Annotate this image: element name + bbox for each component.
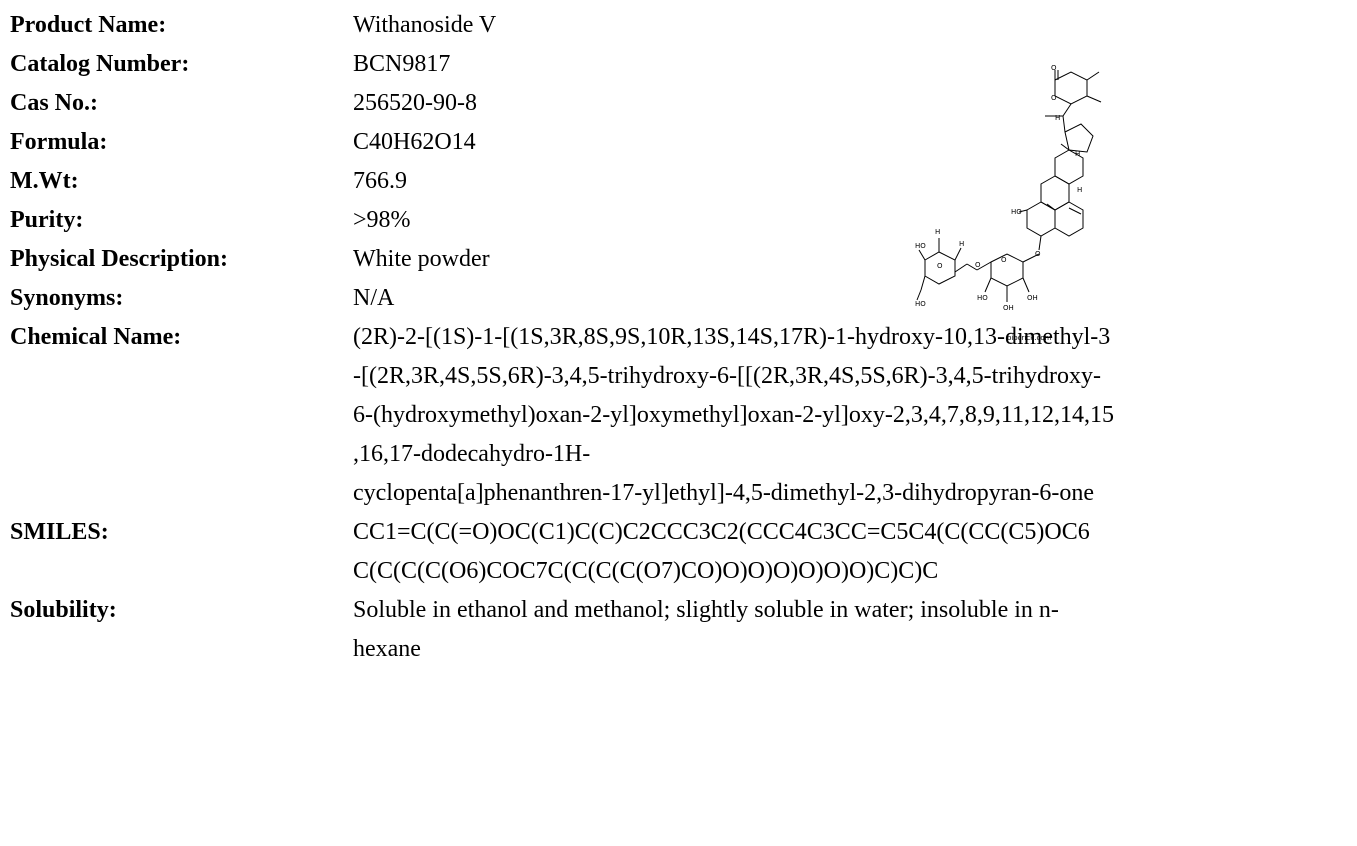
svg-text:H: H xyxy=(1077,186,1082,194)
svg-text:H: H xyxy=(1055,114,1060,122)
svg-text:O: O xyxy=(1051,64,1057,72)
solubility-label: Solubility: xyxy=(10,597,117,623)
physical-description-label: Physical Description: xyxy=(10,246,228,272)
svg-text:O: O xyxy=(937,262,943,270)
solubility-line: Soluble in ethanol and methanol; slightl… xyxy=(353,597,1059,623)
structure-watermark: biocrick.com xyxy=(1007,334,1052,342)
chemical-name-value: (2R)-2-[(1S)-1-[(1S,3R,8S,9S,10R,13S,14S… xyxy=(353,318,1313,513)
svg-text:H: H xyxy=(1075,150,1080,158)
svg-text:O: O xyxy=(1001,256,1007,264)
catalog-number-value: BCN9817 xyxy=(353,51,451,77)
solubility-line: hexane xyxy=(353,636,421,662)
svg-text:HO: HO xyxy=(1011,208,1022,216)
svg-text:O: O xyxy=(1051,94,1057,102)
chemical-structure-image: O O H H H HO O O O HO OH OH O HO H H HO … xyxy=(915,64,1102,342)
cas-no-label: Cas No.: xyxy=(10,90,98,116)
solubility-value: Soluble in ethanol and methanol; slightl… xyxy=(353,591,1313,669)
svg-text:H: H xyxy=(935,228,940,236)
product-name-label: Product Name: xyxy=(10,12,167,38)
synonyms-value: N/A xyxy=(353,285,395,311)
smiles-value: CC1=C(C(=O)OC(C1)C(C)C2CCC3C2(CCC4C3CC=C… xyxy=(353,513,1313,591)
catalog-number-label: Catalog Number: xyxy=(10,51,190,77)
smiles-line: CC1=C(C(=O)OC(C1)C(C)C2CCC3C2(CCC4C3CC=C… xyxy=(353,519,1090,545)
chemical-name-line: (2R)-2-[(1S)-1-[(1S,3R,8S,9S,10R,13S,14S… xyxy=(353,324,1111,350)
structure-atom-labels: O O H H H HO O O O HO OH OH O HO H H HO xyxy=(915,64,1082,312)
structure-bonds xyxy=(916,70,1102,302)
mwt-label: M.Wt: xyxy=(10,168,79,194)
smiles-line: C(C(C(C(O6)COC7C(C(C(C(O7)CO)O)O)O)O)O)O… xyxy=(353,558,939,584)
chemical-name-label: Chemical Name: xyxy=(10,324,182,350)
svg-text:OH: OH xyxy=(1003,304,1014,312)
cas-no-value: 256520-90-8 xyxy=(353,90,477,116)
purity-value: >98% xyxy=(353,207,411,233)
formula-value: C40H62O14 xyxy=(353,129,476,155)
svg-text:OH: OH xyxy=(1027,294,1038,302)
svg-text:HO: HO xyxy=(915,242,926,250)
chemical-name-line: ,16,17-dodecahydro-1H- xyxy=(353,441,591,467)
product-name-value: Withanoside V xyxy=(353,12,497,38)
chemical-name-line: -[(2R,3R,4S,5S,6R)-3,4,5-trihydroxy-6-[[… xyxy=(353,363,1101,389)
svg-text:HO: HO xyxy=(977,294,988,302)
physical-description-value: White powder xyxy=(353,246,490,272)
svg-text:O: O xyxy=(1035,250,1041,258)
svg-text:H: H xyxy=(959,240,964,248)
synonyms-label: Synonyms: xyxy=(10,285,124,311)
chemical-name-line: cyclopenta[a]phenanthren-17-yl]ethyl]-4,… xyxy=(353,480,1095,506)
svg-text:O: O xyxy=(975,261,981,269)
smiles-label: SMILES: xyxy=(10,519,109,545)
purity-label: Purity: xyxy=(10,207,84,233)
chemical-name-line: 6-(hydroxymethyl)oxan-2-yl]oxymethyl]oxa… xyxy=(353,402,1114,428)
formula-label: Formula: xyxy=(10,129,108,155)
mwt-value: 766.9 xyxy=(353,168,407,194)
svg-text:HO: HO xyxy=(915,300,926,308)
